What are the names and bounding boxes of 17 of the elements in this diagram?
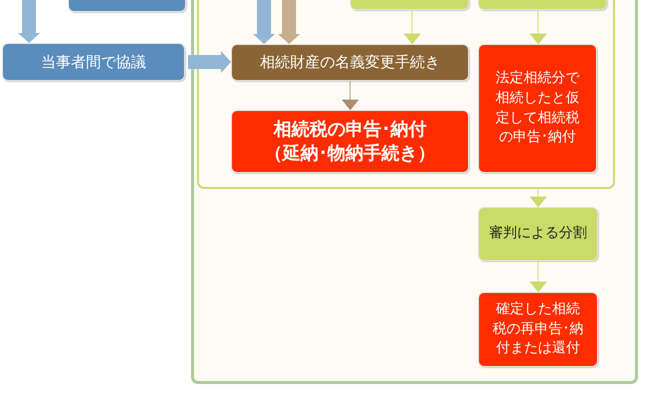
arrow — [342, 80, 359, 110]
process-box: 法定相続分で相続したと仮定して相続税の申告･納付 — [478, 44, 597, 173]
arrow — [188, 51, 231, 73]
arrow — [530, 188, 547, 208]
arrow — [404, 10, 421, 44]
panel-background — [191, 0, 638, 384]
arrow — [530, 10, 547, 44]
process-box: 相続税の申告･納付 （延納･物納手続き） — [231, 110, 469, 173]
process-box: 確定した相続税の再申告･納付または還付 — [478, 292, 598, 367]
arrow — [278, 0, 300, 44]
arrow — [253, 0, 275, 44]
process-box: 審判による分割 — [478, 207, 598, 261]
panel-background — [197, 0, 615, 189]
arrow — [18, 0, 40, 43]
arrow — [530, 260, 547, 292]
process-box: 当事者間で協議 — [2, 43, 185, 81]
process-box: 相続財産の名義変更手続き — [231, 44, 469, 81]
